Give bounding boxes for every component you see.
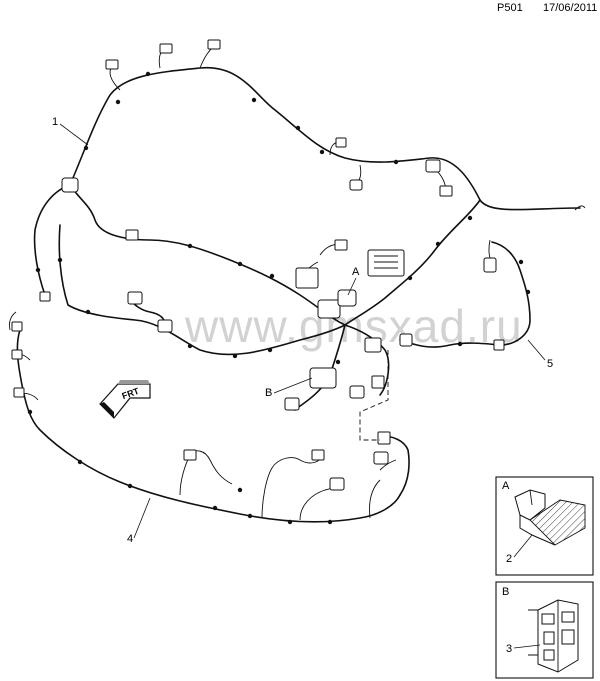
callout-4: 4	[127, 533, 133, 545]
harness-5	[399, 239, 531, 351]
detail-box-b: B 3	[495, 581, 594, 679]
harness-4	[9, 311, 410, 525]
harness-1-connectors	[35, 39, 473, 411]
front-arrow: FRT	[99, 380, 151, 419]
detail-b-item: 3	[506, 643, 512, 655]
detail-box-a: A 2	[495, 476, 594, 576]
callout-A-ref: A	[352, 266, 360, 278]
detail-a-item: 2	[506, 553, 512, 565]
callouts: 1 4 5 A B	[52, 116, 553, 545]
detail-a-letter: A	[502, 480, 510, 492]
page-date: 17/06/2011	[543, 2, 598, 14]
connection-dashed-line	[359, 350, 389, 441]
harness-1	[33, 45, 586, 411]
callout-B-ref: B	[265, 387, 272, 399]
detail-b-letter: B	[502, 586, 509, 598]
callout-1: 1	[52, 116, 58, 128]
watermark: www.gmsxad.ru	[184, 300, 523, 352]
callout-5: 5	[547, 358, 553, 370]
page-code: P501	[497, 2, 523, 14]
